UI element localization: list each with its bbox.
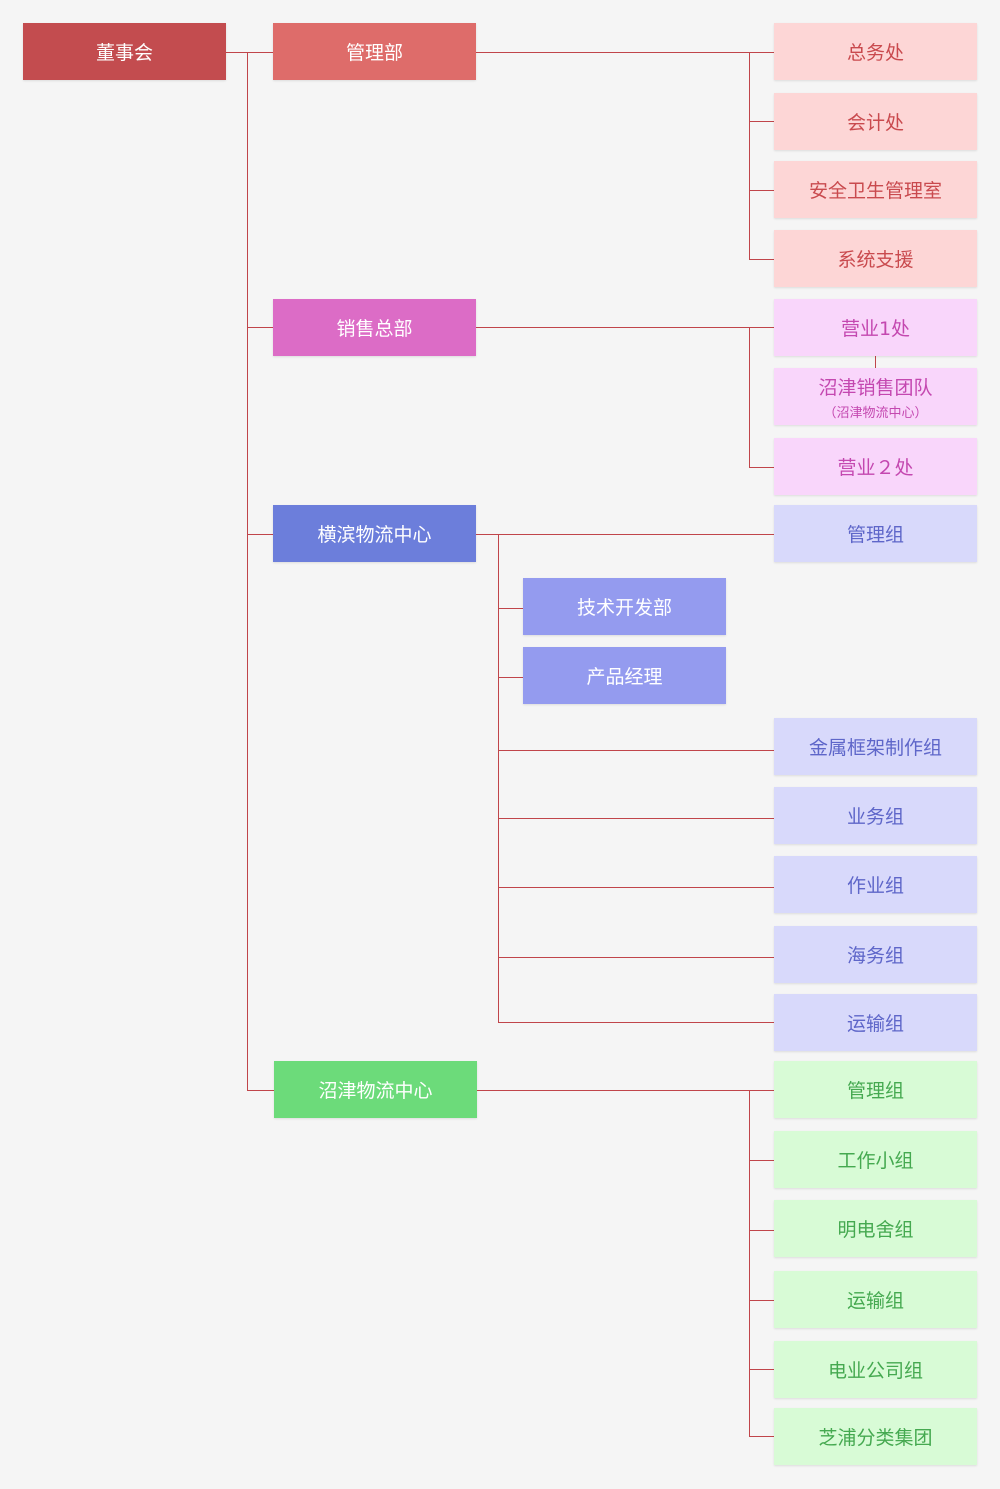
- node-label: 管理部: [345, 42, 403, 64]
- node-sales-office-1: 营业1处: [774, 299, 977, 356]
- node-numazu-management-group: 管理组: [774, 1061, 977, 1118]
- connector-line: [498, 534, 499, 1023]
- node-business-group: 业务组: [774, 787, 977, 844]
- node-admin-dept: 管理部: [273, 23, 476, 80]
- node-tech-development: 技术开发部: [523, 578, 726, 635]
- node-metal-frame-group: 金属框架制作组: [774, 718, 977, 775]
- connector-line: [247, 327, 273, 328]
- connector-line: [498, 818, 774, 819]
- connector-line: [749, 190, 774, 191]
- connector-line: [226, 52, 273, 53]
- node-yokohama-transport-group: 运输组: [774, 994, 977, 1051]
- node-label: 管理组: [846, 1080, 904, 1102]
- node-electric-company-group: 电业公司组: [774, 1341, 977, 1398]
- node-label: 金属框架制作组: [808, 737, 942, 759]
- connector-line: [498, 608, 523, 609]
- node-label: 总务处: [846, 42, 904, 64]
- connector-line: [749, 1230, 774, 1231]
- connector-line: [749, 1436, 774, 1437]
- node-label: 技术开发部: [576, 597, 672, 619]
- node-label: 管理组: [846, 524, 904, 546]
- connector-line: [749, 121, 774, 122]
- connector-line: [476, 52, 774, 53]
- node-label: 系统支援: [837, 249, 914, 271]
- node-label: 会计处: [846, 112, 904, 134]
- node-system-support: 系统支援: [774, 230, 977, 287]
- node-numazu-sales-team: 沼津销售团队 （沼津物流中心）: [774, 368, 977, 425]
- connector-line: [749, 327, 750, 467]
- node-label: 营业２处: [837, 457, 914, 479]
- node-label: 营业1处: [840, 318, 911, 340]
- connector-line: [476, 534, 774, 535]
- connector-line: [247, 534, 273, 535]
- node-shibaura-sorting-group: 芝浦分类集团: [774, 1408, 977, 1465]
- node-meidensha-group: 明电舍组: [774, 1200, 977, 1257]
- node-label: 横滨物流中心: [317, 524, 432, 546]
- connector-line: [749, 52, 750, 259]
- node-label: 电业公司组: [827, 1360, 923, 1382]
- node-safety-office: 安全卫生管理室: [774, 161, 977, 218]
- connector-line: [749, 1160, 774, 1161]
- connector-line: [247, 52, 248, 1090]
- node-numazu-center: 沼津物流中心: [274, 1061, 477, 1118]
- node-sales-hq: 销售总部: [273, 299, 476, 356]
- node-label: 产品经理: [586, 666, 663, 688]
- connector-line: [749, 1300, 774, 1301]
- node-sales-office-2: 营业２处: [774, 438, 977, 495]
- node-label: 安全卫生管理室: [808, 180, 942, 202]
- node-product-manager: 产品经理: [523, 647, 726, 704]
- node-label: 沼津销售团队: [818, 376, 933, 399]
- node-board: 董事会: [23, 23, 226, 80]
- node-label: 董事会: [95, 42, 153, 64]
- connector-line: [247, 1090, 274, 1091]
- connector-line: [749, 467, 774, 468]
- connector-line: [749, 1090, 750, 1436]
- connector-line: [476, 327, 774, 328]
- connector-line: [749, 1369, 774, 1370]
- node-note: （沼津物流中心）: [823, 405, 928, 421]
- connector-line: [477, 1090, 774, 1091]
- node-general-affairs: 总务处: [774, 23, 977, 80]
- connector-line: [749, 259, 774, 260]
- node-label: 业务组: [846, 806, 904, 828]
- connector-line: [498, 1022, 774, 1023]
- node-yokohama-center: 横滨物流中心: [273, 505, 476, 562]
- node-numazu-transport-group: 运输组: [774, 1271, 977, 1328]
- connector-line: [498, 887, 774, 888]
- node-label: 明电舍组: [837, 1219, 914, 1241]
- node-label: 运输组: [846, 1013, 904, 1035]
- node-label: 销售总部: [336, 318, 413, 340]
- connector-line: [498, 677, 523, 678]
- node-accounting: 会计处: [774, 93, 977, 150]
- node-label: 海务组: [846, 945, 904, 967]
- node-label: 芝浦分类集团: [818, 1427, 933, 1449]
- connector-line: [875, 356, 876, 368]
- connector-line: [498, 957, 774, 958]
- node-label: 沼津物流中心: [318, 1080, 433, 1102]
- node-label: 作业组: [846, 875, 904, 897]
- node-yokohama-management-group: 管理组: [774, 505, 977, 562]
- node-label: 运输组: [846, 1290, 904, 1312]
- node-marine-group: 海务组: [774, 926, 977, 983]
- node-operations-group: 作业组: [774, 856, 977, 913]
- node-label: 工作小组: [837, 1150, 914, 1172]
- connector-line: [498, 750, 774, 751]
- node-work-team: 工作小组: [774, 1131, 977, 1188]
